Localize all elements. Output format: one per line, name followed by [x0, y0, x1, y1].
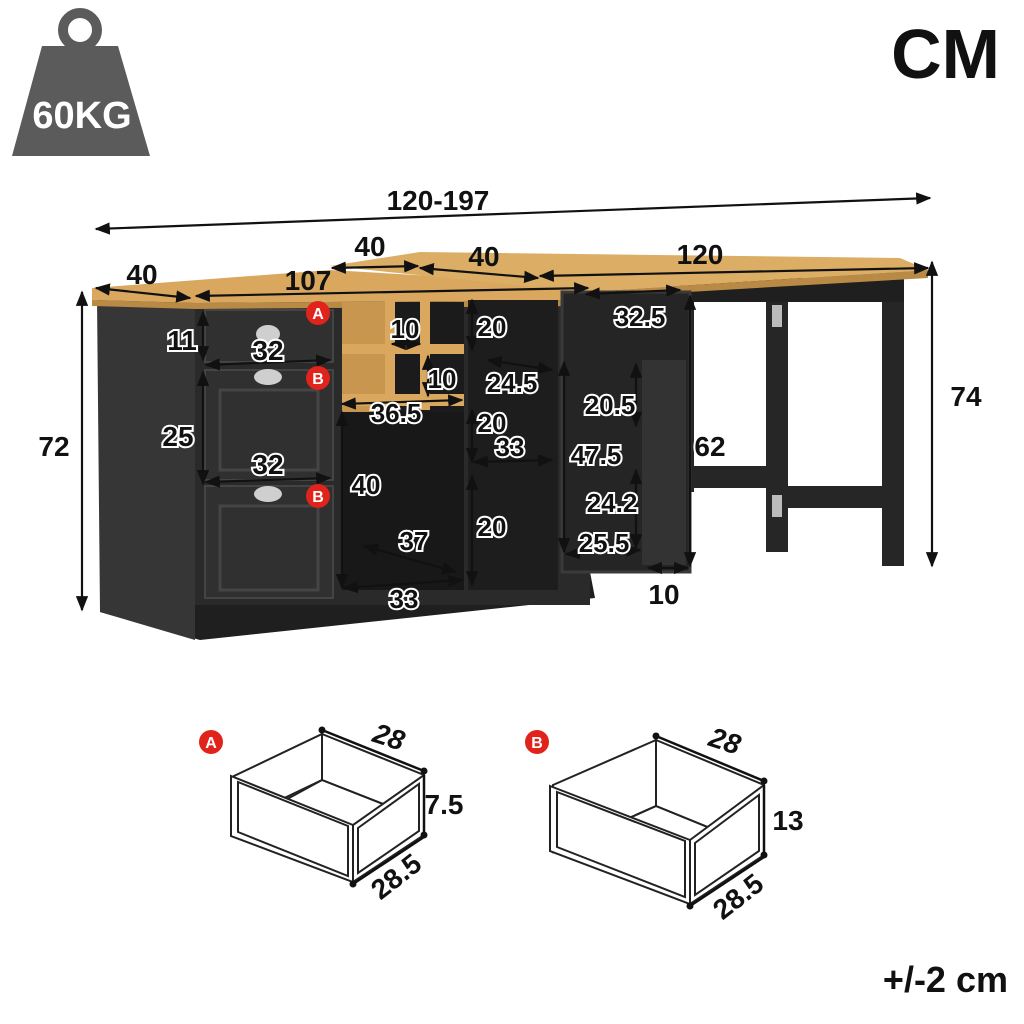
- open-width-label: 33: [390, 584, 419, 614]
- door-thickness-label: 10: [648, 579, 679, 610]
- mid-depth-label: 24.5: [487, 368, 538, 398]
- drawer-b-face-label: 25: [162, 421, 193, 452]
- drawer-a-face-label: 11: [167, 325, 197, 356]
- mid-bottom-label: 20: [478, 512, 507, 542]
- drawer-b-width-label: 28: [704, 721, 745, 761]
- cabinet-length-label: 107: [285, 265, 332, 296]
- door-shelf-label: 20.5: [585, 390, 636, 420]
- shelf-upper-label: 10: [391, 314, 420, 344]
- marker-b-desk-lower: B: [306, 484, 330, 508]
- unit-label: CM: [891, 15, 1000, 93]
- total-width-label: 120-197: [387, 185, 490, 216]
- drawer-b-marker: B: [531, 735, 543, 752]
- marker-b-desk-upper: B: [306, 366, 330, 390]
- weight-label: 60KG: [32, 95, 131, 137]
- tolerance-label: +/-2 cm: [883, 959, 1008, 1000]
- door-lower-label: 24.2: [587, 488, 638, 518]
- mid-height-label: 20: [478, 408, 507, 438]
- door-depth-label: 25.5: [579, 528, 630, 558]
- svg-text:B: B: [312, 489, 324, 506]
- mid-width-label: 33: [496, 432, 525, 462]
- drawer-b-diagram: B 28 13 28.5: [525, 721, 804, 926]
- svg-text:B: B: [312, 371, 324, 388]
- drawer-a-diagram: A 28 7.5 28.5: [199, 717, 464, 906]
- drawer-b-height-label: 13: [772, 805, 803, 836]
- open-depth-label: 37: [400, 526, 429, 556]
- shelf-lower-label: 10: [428, 364, 457, 394]
- top-depth-label: 40: [354, 231, 385, 262]
- dimension-labels: 120-197 40 107 40 40 120 72 74 11 25 32 …: [38, 185, 982, 616]
- cubby-width-label: 36.5: [371, 398, 422, 428]
- door-total-label: 62: [694, 431, 725, 462]
- depth-left-label: 40: [126, 259, 157, 290]
- svg-text:A: A: [312, 306, 324, 323]
- drawer-a-width-label: 32: [252, 335, 283, 366]
- open-height-label: 40: [352, 470, 381, 500]
- extension-length-label: 120: [677, 239, 724, 270]
- mid-top-label: 20: [478, 312, 507, 342]
- drawer-b-width-label: 32: [252, 449, 283, 480]
- drawer-a-height-label: 7.5: [425, 789, 464, 820]
- weight-icon: 60KG: [12, 8, 150, 156]
- height-right-label: 74: [950, 381, 982, 412]
- height-left-label: 72: [38, 431, 69, 462]
- marker-a-desk: A: [306, 301, 330, 325]
- dimension-lines: [75, 192, 939, 612]
- door-width-label: 32.5: [615, 302, 666, 332]
- top-inner-label: 40: [468, 241, 499, 272]
- door-height-label: 47.5: [571, 440, 622, 470]
- drawer-a-marker: A: [205, 735, 217, 752]
